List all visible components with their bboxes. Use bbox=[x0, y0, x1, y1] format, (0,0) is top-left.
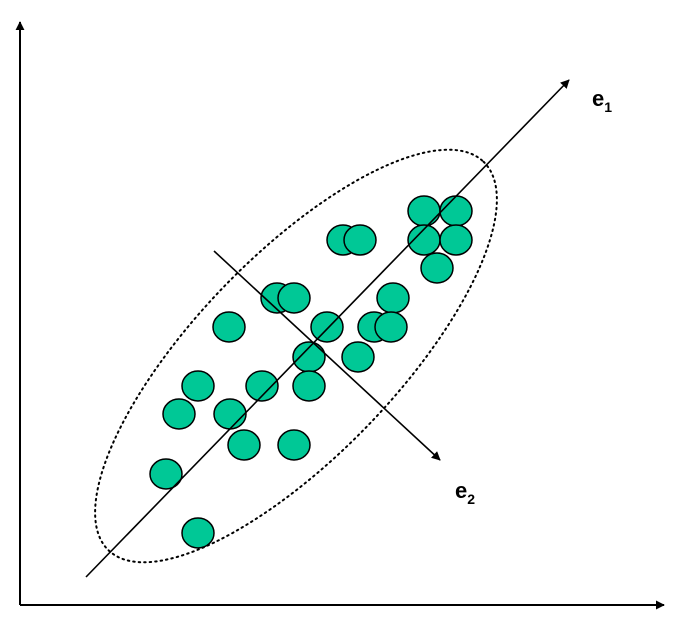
data-point bbox=[212, 311, 246, 343]
data-point bbox=[181, 370, 215, 402]
data-point bbox=[277, 429, 311, 461]
e1-label: e1 bbox=[592, 86, 612, 115]
data-points bbox=[149, 195, 473, 549]
data-point bbox=[341, 341, 375, 373]
data-point bbox=[420, 252, 454, 284]
data-point bbox=[439, 195, 473, 227]
e1-axis bbox=[85, 79, 570, 578]
data-point bbox=[277, 282, 311, 314]
data-point bbox=[374, 311, 408, 343]
data-point bbox=[376, 282, 410, 314]
data-point bbox=[181, 517, 215, 549]
data-point bbox=[227, 429, 261, 461]
data-point bbox=[162, 398, 196, 430]
data-ellipse bbox=[94, 148, 498, 564]
data-point bbox=[407, 195, 441, 227]
data-point bbox=[343, 224, 377, 256]
data-point bbox=[149, 458, 183, 490]
data-point bbox=[439, 224, 473, 256]
data-point bbox=[213, 398, 247, 430]
e2-label: e2 bbox=[455, 478, 475, 507]
data-point bbox=[310, 311, 344, 343]
e2-axis bbox=[213, 250, 441, 461]
data-point bbox=[245, 370, 279, 402]
data-point bbox=[292, 370, 326, 402]
